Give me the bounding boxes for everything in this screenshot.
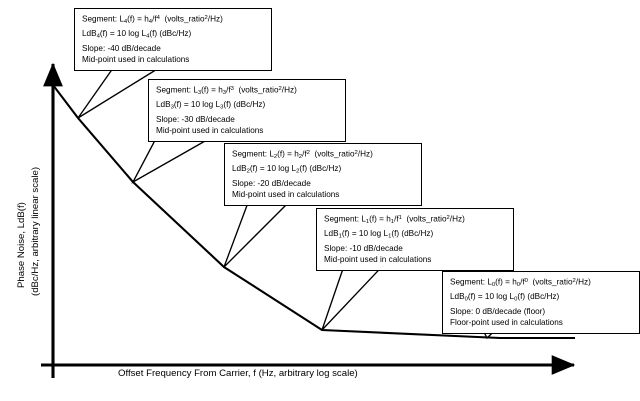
callout-segment-3-line4: Mid-point used in calculations bbox=[156, 126, 264, 136]
callout-segment-4-line3: Slope: -40 dB/decade bbox=[82, 43, 161, 53]
callout-segment-1-line3: Slope: -10 dB/decade bbox=[324, 243, 403, 253]
callout-segment-3-line2: LdB3(f) = 10 log L3(f) (dBc/Hz) bbox=[156, 100, 266, 111]
callout-segment-1-line2: LdB1(f) = 10 log L1(f) (dBc/Hz) bbox=[324, 229, 434, 240]
callout-segment-0-line1: Segment: L0(f) = h0/f0 (volts_ratio2/Hz) bbox=[450, 277, 591, 288]
callout-segment-4-line4: Mid-point used in calculations bbox=[82, 55, 190, 65]
callout-segment-0-line4: Floor-point used in calculations bbox=[450, 318, 563, 328]
callout-segment-2-line4: Mid-point used in calculations bbox=[232, 190, 340, 200]
callout-segment-3: Segment: L3(f) = h3/f3 (volts_ratio2/Hz)… bbox=[148, 79, 346, 142]
callout-segment-0: Segment: L0(f) = h0/f0 (volts_ratio2/Hz)… bbox=[442, 271, 640, 334]
callout-segment-1-line4: Mid-point used in calculations bbox=[324, 255, 432, 265]
leader-line-segment-3 bbox=[131, 126, 229, 184]
callout-segment-2-line3: Slope: -20 dB/decade bbox=[232, 178, 311, 188]
leader-line-segment-1 bbox=[321, 255, 393, 331]
callout-segment-4-line1: Segment: L4(f) = h4/f4 (volts_ratio2/Hz) bbox=[82, 14, 223, 25]
callout-segment-2: Segment: L2(f) = h2/f2 (volts_ratio2/Hz)… bbox=[224, 143, 422, 206]
leader-line-segment-4 bbox=[77, 60, 168, 119]
callout-segment-1-line1: Segment: L1(f) = h1/f1 (volts_ratio2/Hz) bbox=[324, 214, 465, 225]
callout-segment-3-line1: Segment: L3(f) = h3/f3 (volts_ratio2/Hz) bbox=[156, 85, 297, 96]
leader-line-segment-2 bbox=[223, 190, 301, 268]
callout-segment-3-line3: Slope: -30 dB/decade bbox=[156, 114, 235, 124]
callout-segment-4: Segment: L4(f) = h4/f4 (volts_ratio2/Hz)… bbox=[74, 8, 272, 71]
callout-segment-0-line2: LdB0(f) = 10 log L0(f) (dBc/Hz) bbox=[450, 292, 560, 303]
y-axis-label: Phase Noise, LdB(f) (dBc/Hz, arbitrary l… bbox=[0, 0, 41, 300]
callout-segment-1: Segment: L1(f) = h1/f1 (volts_ratio2/Hz)… bbox=[316, 208, 514, 271]
x-axis-label: Offset Frequency From Carrier, f (Hz, ar… bbox=[118, 368, 358, 379]
leader-lines-group bbox=[77, 60, 506, 340]
callout-segment-2-line2: LdB2(f) = 10 log L2(f) (dBc/Hz) bbox=[232, 164, 342, 175]
axes-group bbox=[41, 62, 576, 378]
y-axis-label-line2: (dBc/Hz, arbitrary linear scale) bbox=[30, 166, 41, 296]
callout-segment-0-line3: Slope: 0 dB/decade (floor) bbox=[450, 306, 546, 316]
callout-segment-4-line2: LdB4(f) = 10 log L4(f) (dBc/Hz) bbox=[82, 29, 192, 40]
callout-segment-2-line1: Segment: L2(f) = h2/f2 (volts_ratio2/Hz) bbox=[232, 149, 373, 160]
y-axis-label-line1: Phase Noise, LdB(f) bbox=[16, 202, 27, 288]
